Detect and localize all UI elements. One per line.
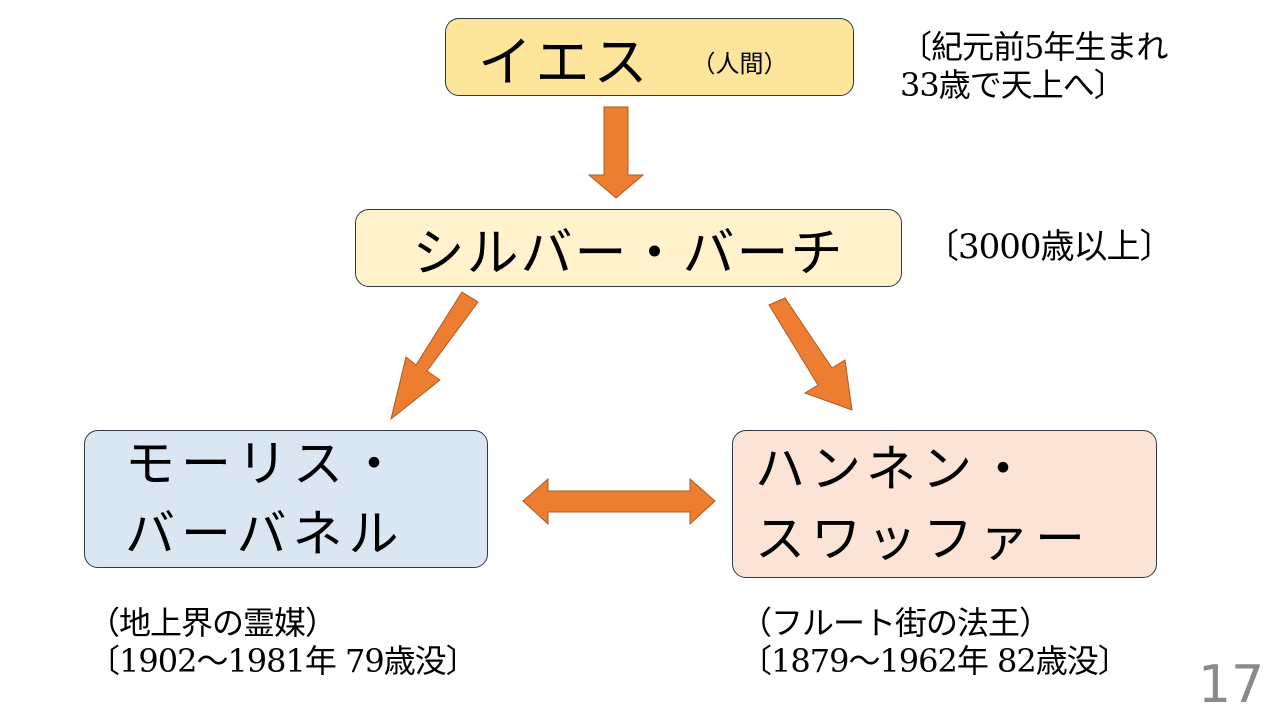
arrow-silver-birch-to-hannen	[768, 297, 853, 411]
node-maurice-barbanell: モーリス・ バーバネル	[84, 430, 488, 568]
maurice-note: （地上界の霊媒）〔1902～1981年 79歳没〕	[88, 604, 478, 680]
node-silver-birch-name: シルバー・バーチ	[412, 223, 845, 284]
slide-page-number: 17	[1198, 655, 1265, 715]
jesus-note: 〔紀元前5年生まれ 33歳で天上へ〕	[900, 28, 1168, 104]
arrow-jesus-to-silver-birch	[587, 106, 645, 199]
maurice-dates: 〔1902～1981年 79歳没〕	[88, 642, 478, 680]
maurice-role: （地上界の霊媒）	[88, 604, 337, 642]
node-jesus-name: イエス	[478, 30, 652, 94]
node-hannen-name: ハンネン・ スワッファー	[755, 440, 1091, 568]
arrow-silver-birch-to-maurice	[390, 291, 479, 421]
node-jesus-qualifier: （人間）	[691, 49, 788, 78]
hannen-role: （フルート街の法王）	[740, 604, 1051, 642]
node-jesus: イエス （人間）	[445, 18, 854, 96]
hannen-dates: 〔1879～1962年 82歳没〕	[740, 642, 1130, 680]
silver-birch-note: 〔3000歳以上〕	[925, 227, 1174, 267]
arrow-maurice-hannen-bidirectional	[522, 477, 716, 526]
node-maurice-name: モーリス・ バーバネル	[125, 435, 405, 563]
node-hannen-swaffer: ハンネン・ スワッファー	[732, 430, 1157, 578]
hannen-note: （フルート街の法王）〔1879～1962年 82歳没〕	[740, 604, 1130, 680]
node-silver-birch: シルバー・バーチ	[355, 209, 902, 287]
